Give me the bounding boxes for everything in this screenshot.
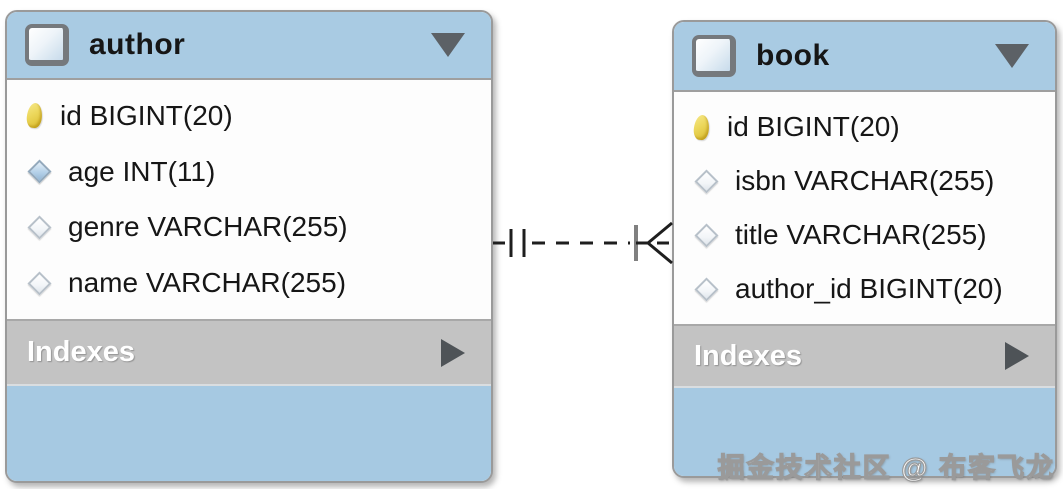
table-footer bbox=[7, 384, 491, 481]
column-row-id[interactable]: id BIGINT(20) bbox=[674, 111, 1055, 143]
collapse-arrow-icon[interactable] bbox=[431, 33, 465, 57]
table-author-header[interactable]: author bbox=[7, 12, 491, 80]
column-row-id[interactable]: id BIGINT(20) bbox=[7, 100, 491, 132]
not-null-diamond-icon bbox=[27, 159, 52, 184]
indexes-bar[interactable]: Indexes bbox=[674, 324, 1055, 386]
column-row-genre[interactable]: genre VARCHAR(255) bbox=[7, 211, 491, 243]
table-book: book id BIGINT(20) isbn VARCHAR(255) tit… bbox=[672, 20, 1057, 478]
table-icon bbox=[692, 35, 736, 77]
expand-arrow-icon[interactable] bbox=[441, 338, 465, 367]
primary-key-icon bbox=[692, 113, 711, 141]
column-list: id BIGINT(20) age INT(11) genre VARCHAR(… bbox=[7, 80, 491, 319]
table-book-header[interactable]: book bbox=[674, 22, 1055, 92]
nullable-diamond-icon bbox=[694, 276, 719, 302]
primary-key-icon bbox=[25, 102, 44, 130]
indexes-bar[interactable]: Indexes bbox=[7, 319, 491, 384]
column-label: title VARCHAR(255) bbox=[735, 219, 987, 250]
indexes-label: Indexes bbox=[694, 339, 802, 372]
column-label: author_id BIGINT(20) bbox=[735, 273, 1003, 304]
collapse-arrow-icon[interactable] bbox=[995, 44, 1029, 68]
nullable-diamond-icon bbox=[27, 271, 52, 296]
column-label: id BIGINT(20) bbox=[727, 111, 900, 142]
table-author: author id BIGINT(20) age INT(11) genre V… bbox=[5, 10, 493, 483]
column-row-age[interactable]: age INT(11) bbox=[7, 156, 491, 188]
nullable-diamond-icon bbox=[694, 168, 719, 194]
column-label: genre VARCHAR(255) bbox=[68, 211, 348, 243]
crows-foot bbox=[647, 221, 673, 245]
column-row-name[interactable]: name VARCHAR(255) bbox=[7, 267, 491, 299]
table-title: author bbox=[89, 28, 186, 61]
crows-foot bbox=[647, 241, 673, 265]
column-label: isbn VARCHAR(255) bbox=[735, 165, 995, 196]
table-title: book bbox=[756, 39, 830, 72]
relationship-connector[interactable] bbox=[490, 215, 676, 271]
column-row-isbn[interactable]: isbn VARCHAR(255) bbox=[674, 165, 1055, 197]
column-label: name VARCHAR(255) bbox=[68, 267, 347, 299]
nullable-diamond-icon bbox=[27, 215, 52, 240]
table-icon bbox=[25, 24, 69, 66]
column-label: age INT(11) bbox=[68, 155, 216, 187]
column-label: id BIGINT(20) bbox=[60, 99, 233, 131]
column-row-title[interactable]: title VARCHAR(255) bbox=[674, 219, 1055, 251]
table-footer bbox=[674, 386, 1055, 476]
nullable-diamond-icon bbox=[694, 222, 719, 248]
indexes-label: Indexes bbox=[27, 336, 135, 368]
column-row-author-id[interactable]: author_id BIGINT(20) bbox=[674, 273, 1055, 305]
expand-arrow-icon[interactable] bbox=[1005, 342, 1029, 370]
column-list: id BIGINT(20) isbn VARCHAR(255) title VA… bbox=[674, 92, 1055, 324]
